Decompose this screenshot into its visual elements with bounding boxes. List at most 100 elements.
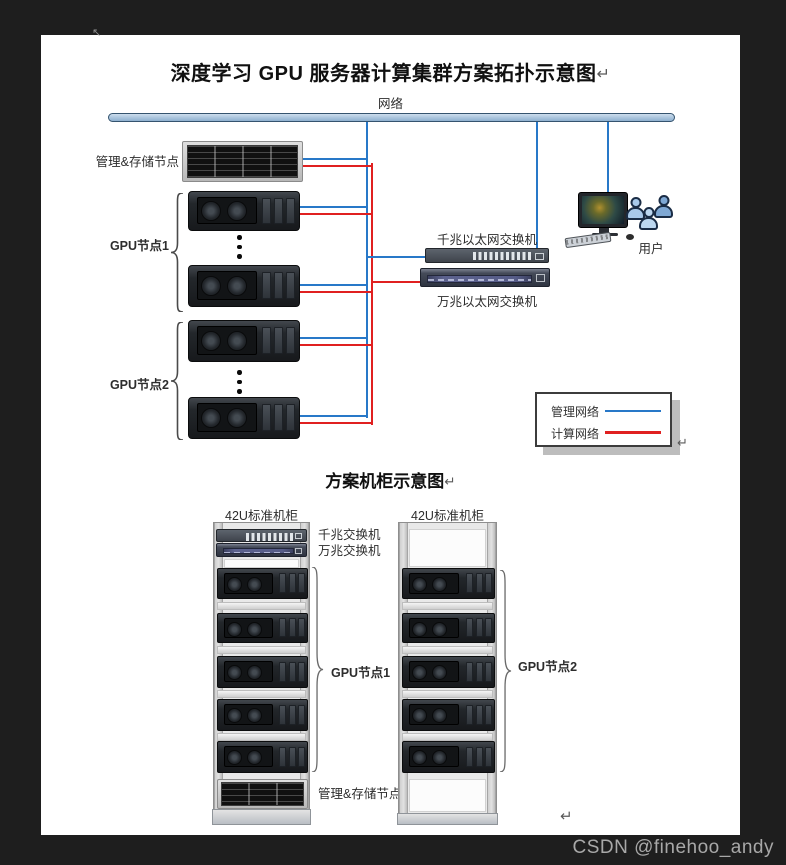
wire-blue-gpu2a xyxy=(296,337,366,339)
wire-red-mgmt xyxy=(296,165,373,167)
drive-slot-icon xyxy=(466,573,473,594)
rack-gpu-unit xyxy=(217,568,308,599)
page-title-text: 深度学习 GPU 服务器计算集群方案拓扑示意图 xyxy=(170,63,597,85)
drive-slot-icon xyxy=(279,661,286,682)
drive-slot-icon xyxy=(298,704,305,725)
legend-box: 管理网络 计算网络 xyxy=(535,392,672,447)
drive-slot-icon xyxy=(298,661,305,682)
right-rack-title: 42U标准机柜 xyxy=(411,509,484,523)
fan-icon xyxy=(247,708,262,723)
fan-icon xyxy=(432,665,447,680)
fan-icon xyxy=(227,331,247,351)
drive-slot-icon xyxy=(262,404,271,432)
empty-bay xyxy=(224,559,299,568)
legend-line-compute xyxy=(605,431,661,434)
fan-icon xyxy=(412,750,427,765)
wire-blue-gpu1b xyxy=(296,284,366,286)
wire-red-gpu1a xyxy=(296,213,373,215)
drive-slot-icon xyxy=(262,197,271,224)
drive-slot-icon xyxy=(466,618,473,638)
drive-slot-icon xyxy=(476,746,483,767)
drive-slot-icon xyxy=(289,704,296,725)
right-rack xyxy=(397,522,498,825)
drive-slot-icon xyxy=(279,746,286,767)
fan-icon xyxy=(227,622,242,637)
monitor-screen xyxy=(582,196,624,224)
blank-panel xyxy=(217,602,306,610)
drive-grid-icon xyxy=(187,145,298,178)
teng-switch-label: 万兆以太网交换机 xyxy=(436,295,537,309)
rack-gpu-unit xyxy=(402,656,495,688)
drive-slot-icon xyxy=(289,573,296,594)
network-label: 网络 xyxy=(377,97,403,111)
drive-slot-icon xyxy=(289,746,296,767)
drive-slot-icon xyxy=(274,327,283,355)
wire-blue-to-gig-switch xyxy=(368,256,425,258)
blank-panel xyxy=(217,733,306,741)
legend-label-compute: 计算网络 xyxy=(551,427,600,441)
uplink-port-icon xyxy=(535,253,544,260)
drive-slot-icon xyxy=(466,704,473,725)
mgmt-node-label: 管理&存储节点 xyxy=(95,155,179,169)
drive-slot-icon xyxy=(286,327,295,355)
rack-teng-switch-image xyxy=(216,543,307,557)
blank-panel xyxy=(402,602,493,610)
brace-rack-gpu1 xyxy=(311,567,324,772)
rack-gpu-unit xyxy=(402,568,495,599)
gpu-group1-label: GPU节点1 xyxy=(109,239,169,253)
rack-base xyxy=(212,809,311,825)
wire-blue-bus-to-user xyxy=(607,122,609,192)
rack-teng-switch-label: 万兆交换机 xyxy=(318,544,381,558)
return-mark: ↵ xyxy=(677,435,688,450)
drive-slot-icon xyxy=(298,573,305,594)
watermark: CSDN @finehoo_andy xyxy=(572,837,774,858)
fan-icon xyxy=(201,331,221,351)
mouse-icon xyxy=(626,234,634,240)
drive-slot-icon xyxy=(485,704,492,725)
ellipsis-dots xyxy=(237,370,242,394)
fan-icon xyxy=(201,201,221,221)
drive-slot-icon xyxy=(476,704,483,725)
rack-gpu2-label: GPU节点2 xyxy=(518,660,578,674)
drive-slot-icon xyxy=(279,704,286,725)
page-title: 深度学习 GPU 服务器计算集群方案拓扑示意图↵ xyxy=(41,57,740,86)
wire-blue-gpu2b xyxy=(296,415,366,417)
uplink-port-icon xyxy=(295,548,302,554)
drive-grid-icon xyxy=(221,782,304,806)
uplink-port-icon xyxy=(295,533,302,539)
drive-slot-icon xyxy=(279,618,286,638)
drive-slot-icon xyxy=(485,661,492,682)
gig-switch-image xyxy=(425,248,549,263)
person-icon xyxy=(639,207,658,232)
fan-icon xyxy=(412,708,427,723)
brace-gpu-group2 xyxy=(170,322,184,440)
wire-blue-trunk xyxy=(366,122,368,418)
drive-slot-icon xyxy=(289,661,296,682)
rack-gpu-unit xyxy=(217,613,308,643)
drive-slot-icon xyxy=(262,327,271,355)
fan-icon xyxy=(432,708,447,723)
drive-slot-icon xyxy=(286,404,295,432)
drive-slot-icon xyxy=(286,272,295,300)
fan-icon xyxy=(227,577,242,592)
network-bus-bar xyxy=(108,113,675,122)
drive-slot-icon xyxy=(466,746,473,767)
wire-red-gpu2b xyxy=(296,422,373,424)
drive-slot-icon xyxy=(485,746,492,767)
rack-gpu-unit xyxy=(217,699,308,731)
return-mark: ↵ xyxy=(560,808,573,825)
uplink-port-icon xyxy=(536,274,545,282)
rack-gig-switch-image xyxy=(216,529,307,542)
cursor-arrow-icon: ↖ xyxy=(92,27,102,39)
wire-blue-mgmt xyxy=(296,158,366,160)
fan-icon xyxy=(227,201,247,221)
users-icon xyxy=(626,193,680,239)
blank-panel xyxy=(217,646,306,654)
fan-icon xyxy=(432,622,447,637)
document-page: 深度学习 GPU 服务器计算集群方案拓扑示意图↵ 网络 管理&存储节点 xyxy=(41,35,740,835)
drive-slot-icon xyxy=(476,573,483,594)
monitor-icon xyxy=(578,192,628,228)
drive-slot-icon xyxy=(298,746,305,767)
rack-storage-unit xyxy=(217,779,308,809)
drive-slot-icon xyxy=(298,618,305,638)
